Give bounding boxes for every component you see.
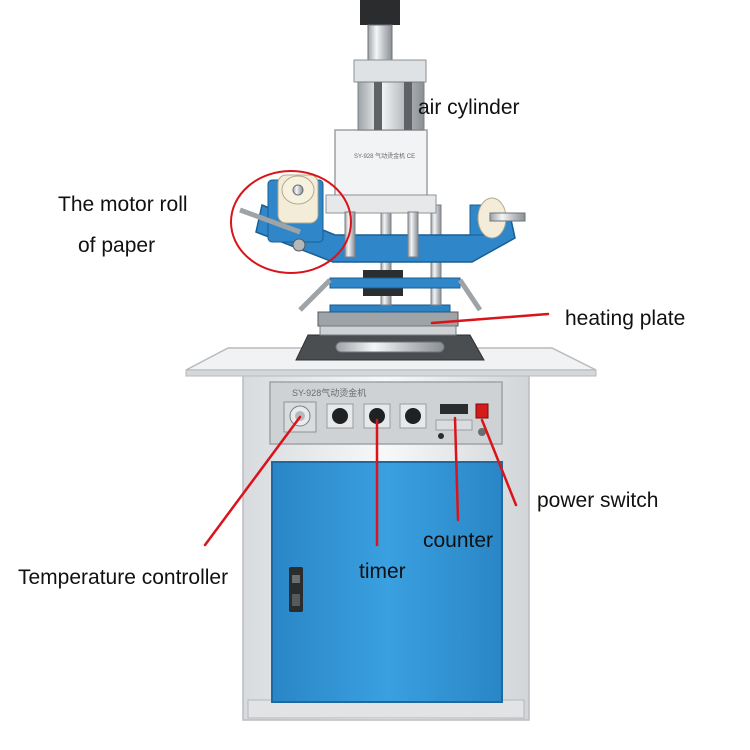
counter-label: counter (423, 529, 494, 552)
power-switch-label: power switch (537, 489, 659, 512)
air-cylinder (353, 0, 427, 131)
timer-label: timer (359, 560, 406, 583)
air-cylinder-label: air cylinder (418, 96, 520, 119)
heating-plate-pointer (430, 312, 550, 325)
motor-roll-label-line1: The motor roll (58, 193, 188, 216)
temperature-controller-pointer (203, 415, 302, 547)
motor-roll-highlight-circle (230, 170, 352, 274)
press-head: SY-928 气动烫金机 CE (325, 129, 437, 258)
control-panel: SY-928气动烫金机 (269, 381, 503, 445)
motor-roll (239, 174, 324, 252)
top-plate-text: SY-928 气动烫金机 CE (354, 152, 415, 160)
panel-title: SY-928气动烫金机 (292, 387, 366, 398)
cabinet-door[interactable] (271, 461, 503, 703)
power-switch-pointer (480, 418, 518, 507)
heating-plate-label: heating plate (565, 307, 686, 330)
motor-roll-label-line2: of paper (78, 234, 156, 257)
heating-plate-block (317, 311, 459, 327)
knob-1[interactable] (326, 403, 354, 429)
right-roll (469, 197, 526, 239)
counter-display (440, 404, 468, 414)
temperature-controller-label: Temperature controller (18, 566, 229, 589)
power-switch-button[interactable] (475, 403, 489, 419)
pointer-lines (203, 312, 550, 547)
knob-3[interactable] (399, 403, 427, 429)
counter-pointer (453, 416, 460, 522)
work-platform (295, 304, 485, 361)
